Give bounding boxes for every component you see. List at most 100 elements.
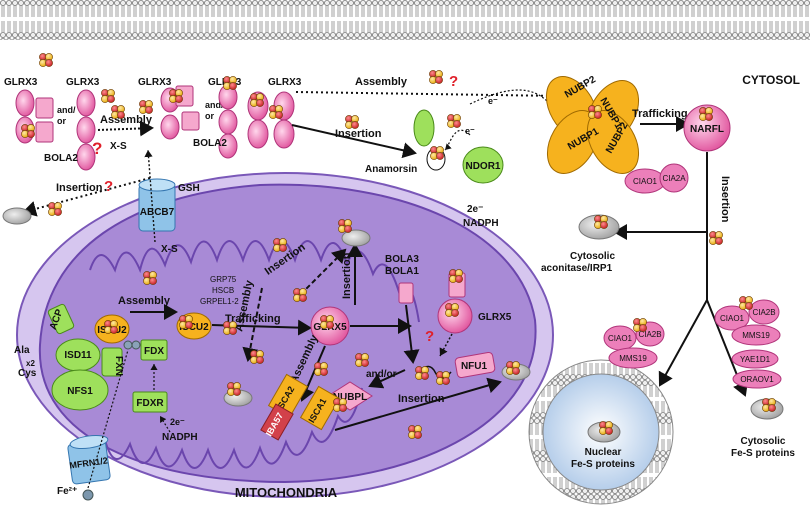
ciao1-label: CIAO1 [633,177,658,186]
cia2b-label: CIA2B [638,330,661,339]
apo-protein [341,229,371,247]
insertion-label: Insertion [56,182,103,194]
cys-label: Cys [18,368,37,379]
insertion-label: Insertion [719,176,731,223]
bola-box [398,282,414,304]
cytosolic-fes-label-1: Cytosolic [740,436,785,447]
insertion-arrow [334,377,502,431]
glrx3-label: GLRX3 [66,77,100,88]
bola2-label: BOLA2 [193,138,227,149]
nfs1-label: NFS1 [67,386,93,397]
fes-cluster-icon [436,371,450,385]
nuclear-label-1: Nuclear [585,447,622,458]
isca1-box [299,385,341,431]
fes-cluster-icon [429,70,443,84]
gsh-label: GSH [178,183,200,194]
anamorsin-label: Anamorsin [365,164,417,175]
assembly-label: Assembly [100,114,153,126]
assembly-label: Assembly [355,76,408,88]
mms19-label: MMS19 [742,331,770,340]
aconitase-label-1: Cytosolic [570,251,615,262]
glrx3-label: GLRX3 [268,77,302,88]
fdxr-label: FDXR [136,398,164,409]
fes-cluster-icon [449,269,463,283]
fes-cluster-icon [355,353,369,367]
fes-cluster-icon [408,425,422,439]
fes-cluster-icon [762,398,776,412]
glrx5-label: GLRX5 [478,312,512,323]
ciao1-cia2a: CIAO1 CIA2A [624,163,689,194]
x2-label: x2 [26,359,35,368]
cytosol-label: CYTOSOL [742,73,800,87]
xs-label: X-S [161,244,178,255]
fes-cluster-icon [599,421,613,435]
fes-cluster-icon [506,361,520,375]
bola-arrow [403,304,420,364]
grp75-label: GRP75 [210,275,237,284]
glrx3-label: GLRX3 [4,77,38,88]
fes-cluster-icon [633,318,647,332]
yae1d1-label: YAE1D1 [740,355,771,364]
aconitase-label-2: aconitase/IRP1 [541,263,613,274]
question-mark: ? [425,328,434,345]
ciao1-label: CIAO1 [720,314,745,323]
nubpl-label: NUBPL [333,392,367,403]
iscu2-label: ISCU2 [179,322,209,333]
assembly-arrow [299,345,326,402]
fes-cluster-icon [250,93,264,107]
and-or-label: or [57,116,66,126]
trafficking-label: Trafficking [632,108,688,120]
ala-label: Ala [14,345,30,356]
insertion-label: Insertion [335,128,382,140]
ciao1-label: CIAO1 [608,334,633,343]
electron-label: e⁻ [488,96,498,106]
fes-cluster-icon [445,303,459,317]
iba57-box [260,403,294,441]
insertion-label: Insertion [398,393,445,405]
fes-cluster-icon [111,105,125,119]
fes-cluster-icon [269,105,283,119]
bola2-label: BOLA2 [44,153,78,164]
grpel-label: GRPEL1-2 [200,297,239,306]
fes-cluster-icon [250,350,264,364]
fes-cluster-icon [48,202,62,216]
bola3-label: BOLA3 [385,254,419,265]
insertion-arrow-dotted [22,177,151,217]
fes-cluster-icon [21,124,35,138]
two-electron-label: 2e⁻ [170,417,185,427]
fes-cluster-icon [39,53,53,67]
apo-protein [2,207,32,225]
fes-cluster-icon [293,288,307,302]
ciao1-cia2b-mms19-left: CIAO1 CIA2B MMS19 [603,321,665,369]
fe-label: Fe²⁺ [57,486,77,497]
assembly-label: Assembly [118,295,171,307]
question-mark: ? [449,73,458,90]
fes-cluster-icon [273,238,287,252]
and-or-label: and/ [57,105,76,115]
fes-cluster-icon [588,105,602,119]
nadph-label: NADPH [463,218,499,229]
fes-cluster-icon [320,315,334,329]
question-mark: ? [104,178,113,195]
yae1d1-orao1: YAE1D1 ORAOV1 [731,349,782,389]
nadph-label: NADPH [162,432,198,443]
mms19-label: MMS19 [619,354,647,363]
question-mark: ? [92,139,102,158]
fes-cluster-icon [699,107,713,121]
fes-cluster-icon [338,219,352,233]
abcb7-transporter: ABCB7 GSH X-S [138,149,200,255]
and-or-label: and/ [205,100,224,110]
electron-label: e⁻ [465,126,475,136]
orao1-label: ORAOV1 [740,375,774,384]
assembly-arrow-long [295,87,562,104]
fes-cluster-icon [223,76,237,90]
fes-cluster-icon [101,89,115,103]
fes-cluster-icon [447,114,461,128]
fdx-box [140,339,168,361]
two-electron-label: 2e⁻ [467,204,483,215]
and-or-label: and/or [366,369,397,380]
narfl-label: NARFL [690,124,724,135]
fxn-label: FXN [113,356,124,376]
ndor1-label: NDOR1 [465,161,500,172]
fes-cluster-icon [739,296,753,310]
